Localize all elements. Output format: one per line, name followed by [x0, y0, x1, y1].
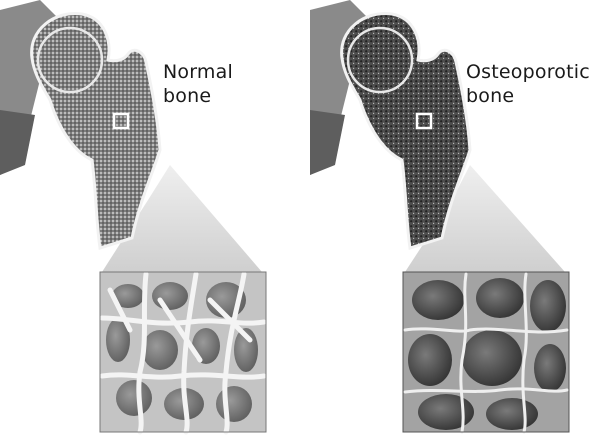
osteoporotic-bone-label-line2: bone	[466, 84, 590, 108]
normal-bone-label: Normal bone	[163, 60, 233, 108]
osteoporotic-bone-label: Osteoporotic bone	[466, 60, 590, 108]
normal-microstructure	[100, 272, 266, 432]
normal-bone-label-line1: Normal	[163, 60, 233, 84]
osteoporotic-microstructure	[403, 272, 569, 432]
osteoporotic-bone-label-line1: Osteoporotic	[466, 60, 590, 84]
normal-bone-label-line2: bone	[163, 84, 233, 108]
